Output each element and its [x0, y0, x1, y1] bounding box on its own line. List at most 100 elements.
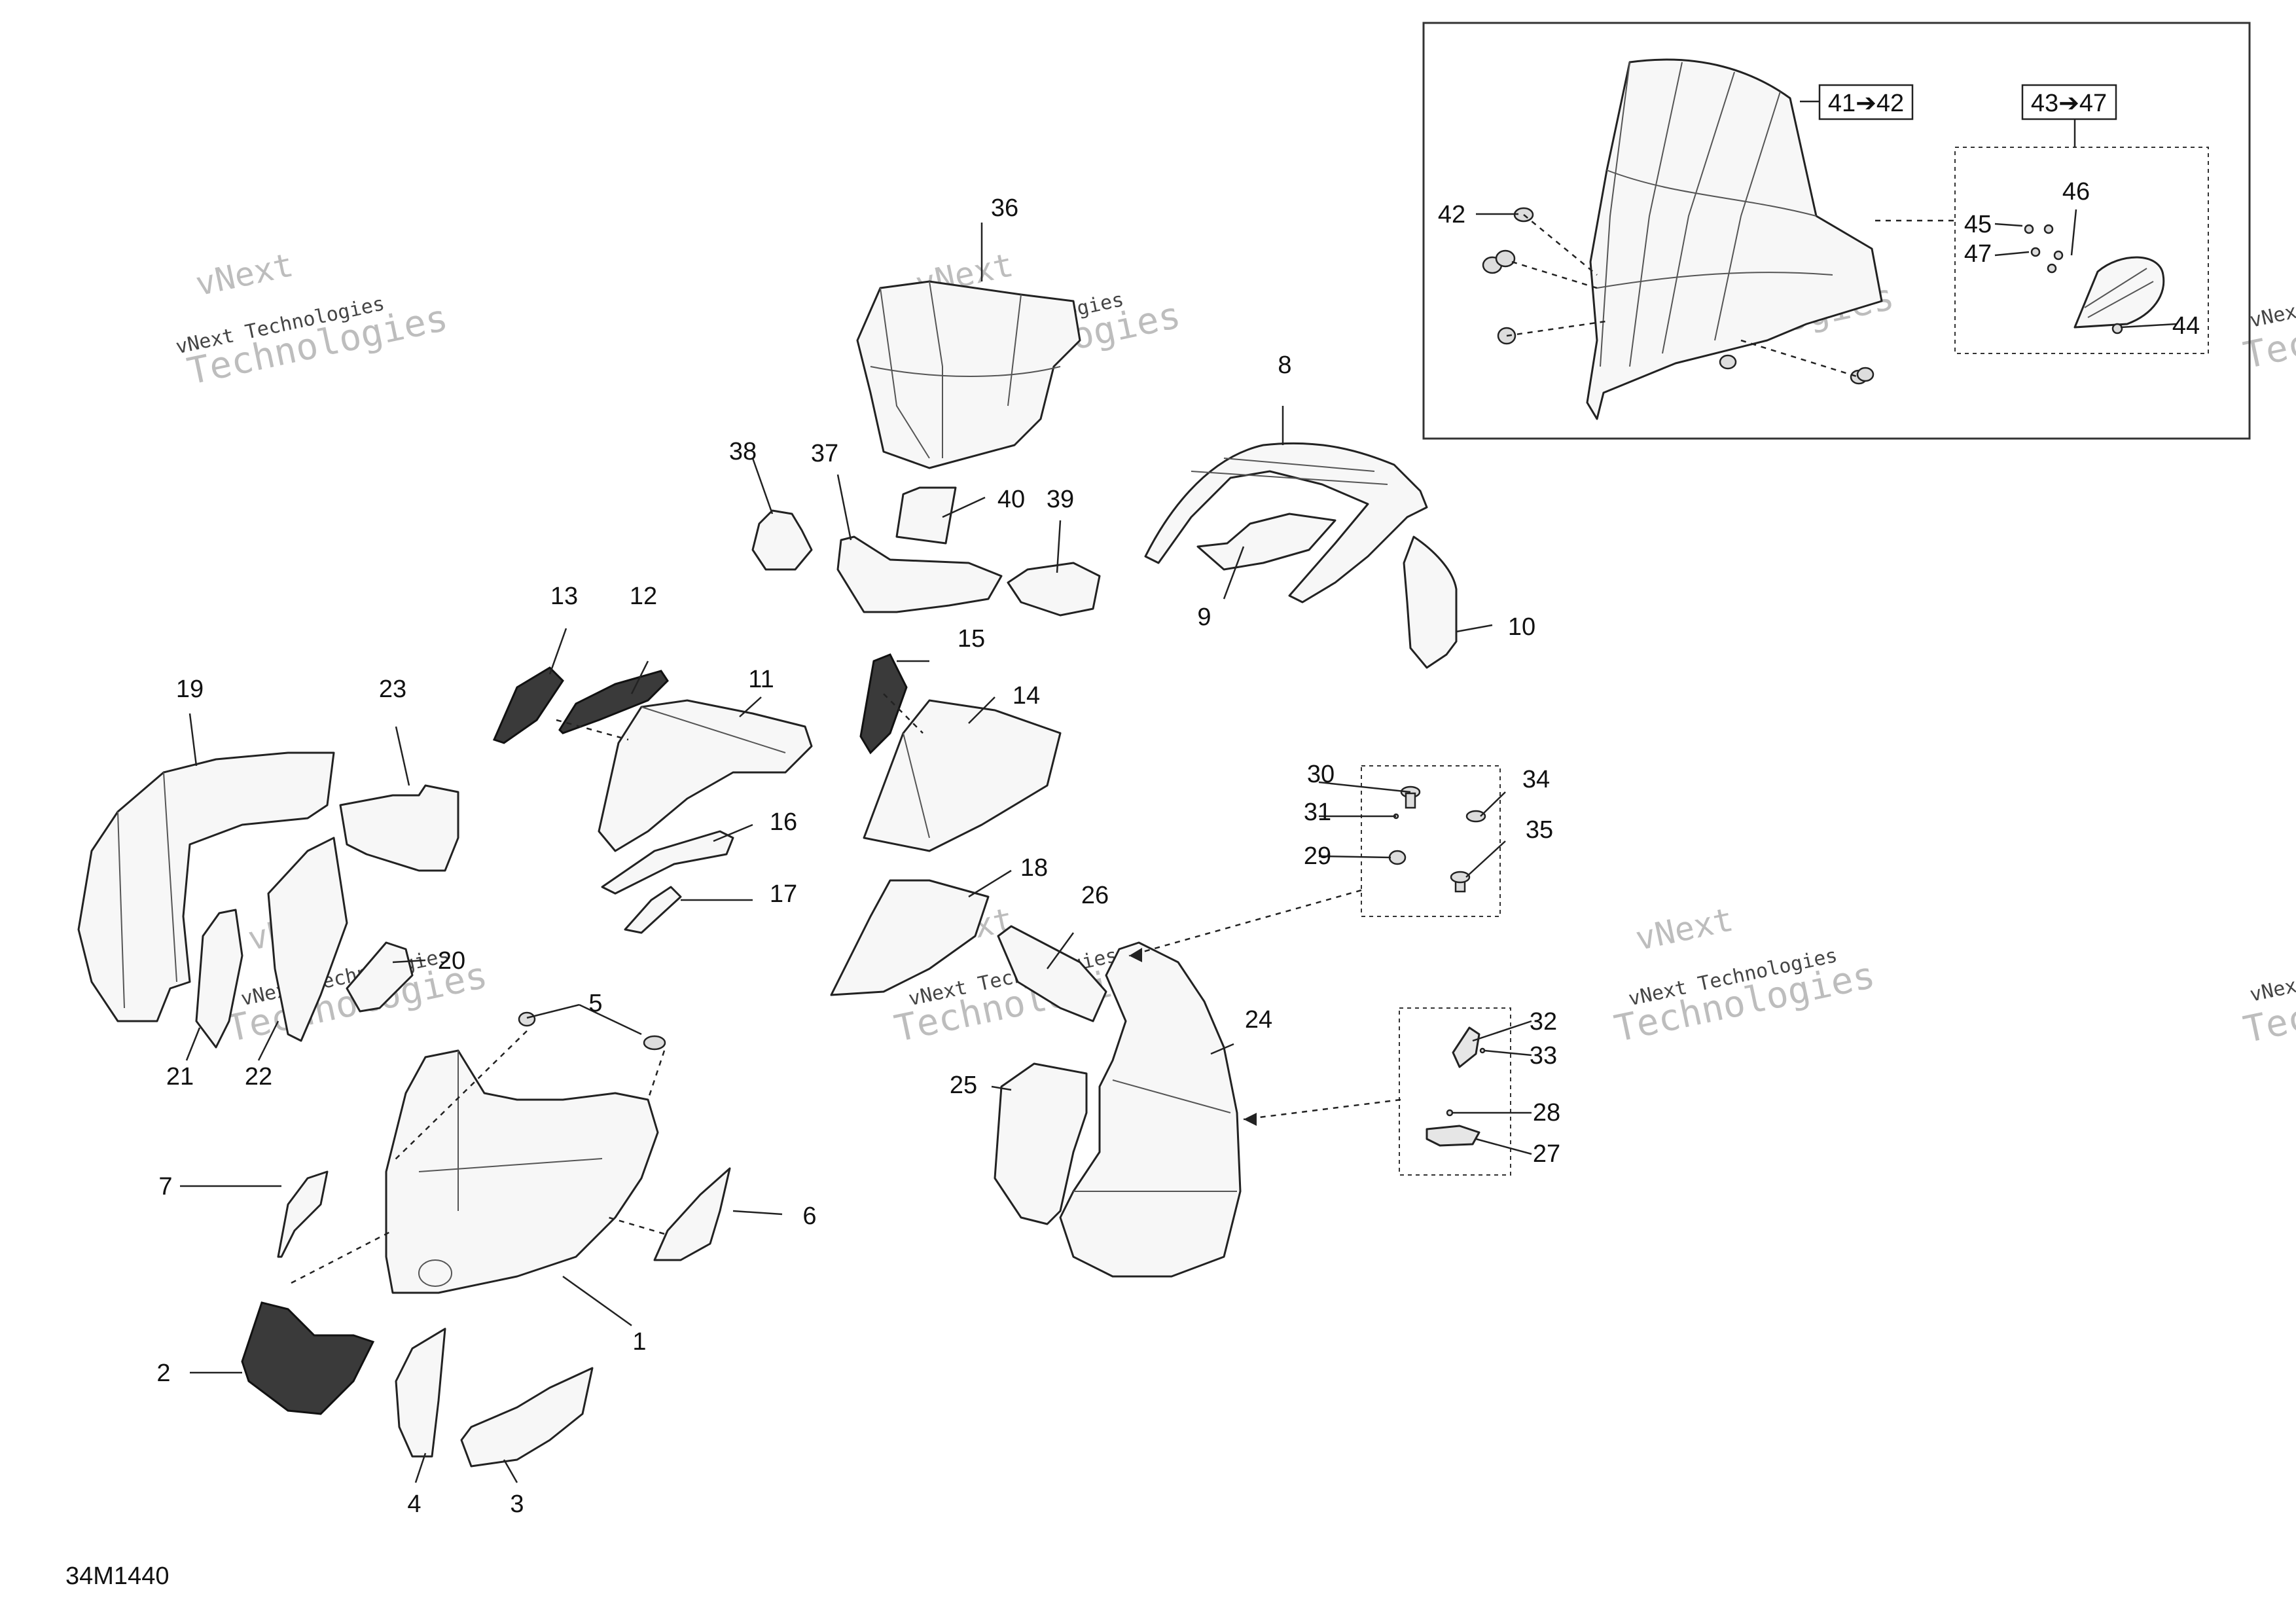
callout-44: 44: [2172, 312, 2200, 340]
part-22: [267, 837, 348, 1042]
callout-13: 13: [550, 583, 578, 610]
range-41-42-text: 41➔42: [1828, 90, 1904, 117]
part-6: [653, 1167, 731, 1261]
callout-40: 40: [997, 486, 1025, 513]
range-label-43-47: 43➔47: [2021, 84, 2117, 120]
part-17: [624, 886, 682, 934]
leader-lines: [180, 100, 2177, 1483]
part-8: [1144, 442, 1428, 604]
hardware-box-29-35: [1361, 765, 1501, 917]
part-21: [195, 909, 243, 1049]
callout-26: 26: [1081, 882, 1109, 909]
watermark-7: vNext Technologies: [2240, 281, 2296, 378]
part-9: [1196, 513, 1336, 571]
callout-17: 17: [770, 880, 797, 908]
callout-27: 27: [1533, 1140, 1560, 1168]
part-13-grille: [492, 666, 564, 744]
callout-21: 21: [166, 1063, 194, 1091]
part-7: [277, 1170, 329, 1258]
part-3: [460, 1367, 594, 1468]
mirror-kit-box: [1954, 147, 2209, 354]
callout-16: 16: [770, 808, 797, 836]
callout-4: 4: [407, 1490, 421, 1518]
callout-3: 3: [510, 1490, 524, 1518]
callout-28: 28: [1533, 1099, 1560, 1127]
watermark-group: vNext vNext Technologies Technologies vN…: [173, 226, 2296, 1052]
part-10: [1403, 535, 1458, 669]
callout-11: 11: [748, 666, 774, 693]
hardware-27-33: [1426, 1026, 1486, 1147]
watermark-8: vNext Technologies: [2240, 955, 2296, 1052]
part-2-grille: [241, 1301, 375, 1415]
part-40: [895, 486, 957, 545]
part-18: [830, 879, 990, 996]
figure-code: 34M1440: [65, 1562, 169, 1590]
callout-24: 24: [1245, 1006, 1272, 1034]
callout-20: 20: [438, 947, 465, 975]
callout-5: 5: [588, 990, 602, 1017]
callout-47: 47: [1964, 240, 1992, 268]
headlight-housing-36: [856, 280, 1081, 469]
part-11: [598, 699, 813, 852]
callout-42: 42: [1438, 201, 1465, 228]
hardware-box-27-33: [1399, 1007, 1511, 1176]
callout-33: 33: [1530, 1042, 1557, 1070]
part-5-fastener: [643, 1035, 666, 1051]
callout-30: 30: [1307, 761, 1335, 788]
callout-15: 15: [958, 625, 985, 653]
callout-10: 10: [1508, 613, 1535, 641]
part-1-hood: [385, 1049, 659, 1294]
watermark-text: vNext: [192, 245, 296, 303]
callout-9: 9: [1197, 604, 1211, 631]
callout-8: 8: [1278, 352, 1291, 379]
part-39: [1007, 562, 1101, 617]
callout-numbers: 36 8 9 10 11 12 13 14 15 16 17 18 19 20 …: [156, 178, 2200, 1518]
callout-12: 12: [630, 583, 657, 610]
callout-39: 39: [1047, 486, 1074, 513]
hardware-29-35: [1388, 785, 1486, 893]
callout-19: 19: [176, 676, 204, 703]
part-14: [863, 699, 1062, 852]
part-5-fastener: [518, 1011, 536, 1027]
watermark-1: vNext vNext Technologies Technologies: [173, 245, 451, 393]
part-26: [997, 925, 1107, 1022]
callout-31: 31: [1304, 799, 1331, 826]
callout-32: 32: [1530, 1008, 1557, 1036]
watermark-6: vNext vNext Technologies Technologies: [1611, 900, 1878, 1051]
windshield-part: [1586, 58, 1883, 420]
watermark-text: vNext: [1632, 900, 1736, 958]
callout-38: 38: [729, 438, 757, 465]
part-19: [77, 751, 335, 1022]
range-label-41-42: 41➔42: [1818, 84, 1914, 120]
part-4: [395, 1327, 446, 1458]
windshield-hardware: [1482, 207, 1874, 385]
callout-7: 7: [158, 1173, 172, 1200]
callout-22: 22: [245, 1063, 272, 1091]
part-25: [994, 1062, 1088, 1225]
part-12-grille: [558, 670, 669, 734]
callout-23: 23: [379, 676, 406, 703]
callout-34: 34: [1522, 766, 1550, 793]
part-23: [339, 784, 459, 872]
callout-29: 29: [1304, 842, 1331, 870]
callout-46: 46: [2062, 178, 2090, 206]
callout-37: 37: [811, 440, 838, 467]
callout-1: 1: [632, 1328, 646, 1356]
callout-18: 18: [1020, 854, 1048, 882]
callout-25: 25: [950, 1072, 977, 1099]
callout-14: 14: [1013, 682, 1040, 710]
callout-6: 6: [802, 1202, 816, 1230]
part-20: [346, 941, 414, 1013]
callout-36: 36: [991, 194, 1018, 222]
part-24: [1059, 941, 1242, 1278]
callout-2: 2: [156, 1360, 170, 1387]
callout-35: 35: [1526, 816, 1553, 844]
part-16: [601, 830, 734, 895]
part-38: [751, 509, 813, 571]
callout-45: 45: [1964, 211, 1992, 238]
range-43-47-text: 43➔47: [2031, 90, 2107, 117]
part-15-grille: [859, 653, 908, 755]
part-37: [836, 535, 1003, 613]
mirror-part: [2024, 224, 2165, 334]
